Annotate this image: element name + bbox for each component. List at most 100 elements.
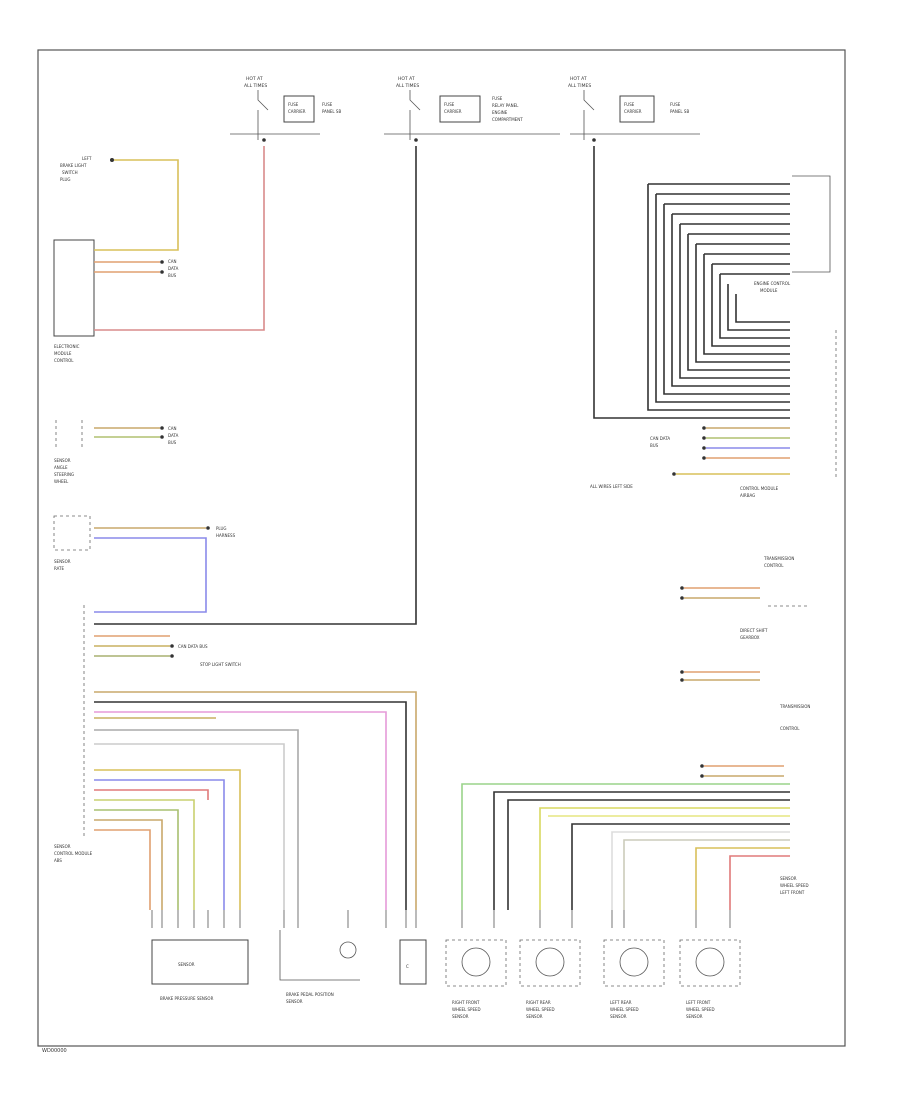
svg-text:CONTROL: CONTROL xyxy=(54,358,74,363)
svg-text:DIRECT SHIFT: DIRECT SHIFT xyxy=(740,628,768,633)
svg-text:PLUG: PLUG xyxy=(60,177,70,182)
left-module-3: PLUG HARNESS SENSOR RATE xyxy=(53,515,236,613)
svg-text:FUSE: FUSE xyxy=(288,102,299,107)
svg-text:HARNESS: HARNESS xyxy=(216,533,236,538)
svg-text:PLUG: PLUG xyxy=(216,526,226,531)
svg-text:ENGINE: ENGINE xyxy=(492,110,508,115)
svg-text:CAN: CAN xyxy=(168,259,177,264)
svg-text:RATE: RATE xyxy=(54,566,64,571)
svg-text:C: C xyxy=(406,964,409,969)
svg-text:TRANSMISSION: TRANSMISSION xyxy=(779,704,810,709)
svg-text:SENSOR: SENSOR xyxy=(610,1014,627,1019)
svg-text:SENSOR: SENSOR xyxy=(452,1014,469,1019)
svg-text:MODULE: MODULE xyxy=(760,288,778,293)
svg-text:HOT AT: HOT AT xyxy=(246,76,263,82)
svg-text:TRANSMISSION: TRANSMISSION xyxy=(763,556,794,561)
svg-text:CARRIER: CARRIER xyxy=(444,109,462,114)
svg-text:WHEEL: WHEEL xyxy=(54,479,69,484)
left-module-1: LEFT BRAKE LIGHT SWITCH PLUG CAN DATA BU… xyxy=(53,146,265,363)
svg-text:PANEL SB: PANEL SB xyxy=(322,109,341,114)
svg-text:CARRIER: CARRIER xyxy=(624,109,642,114)
diagram-code: WD00000 xyxy=(42,1048,67,1054)
svg-text:CAN DATA: CAN DATA xyxy=(650,436,670,441)
fuse-group-1: HOT AT ALL TIMES FUSE CARRIER FUSE PANEL… xyxy=(230,76,341,142)
svg-text:WHEEL SPEED: WHEEL SPEED xyxy=(686,1007,715,1012)
svg-text:COMPARTMENT: COMPARTMENT xyxy=(492,117,523,122)
left-module-2: CAN DATA BUS SENSOR ANGLE STEERING WHEEL xyxy=(54,420,179,484)
svg-text:STOP LIGHT SWITCH: STOP LIGHT SWITCH xyxy=(200,662,241,667)
svg-text:SENSOR: SENSOR xyxy=(780,876,797,881)
svg-text:LEFT REAR: LEFT REAR xyxy=(610,1000,632,1005)
right-can-taps: TRANSMISSION CONTROL DIRECT SHIFT GEARBO… xyxy=(680,556,810,778)
svg-text:WHEEL SPEED: WHEEL SPEED xyxy=(780,883,809,888)
svg-text:CONTROL MODULE: CONTROL MODULE xyxy=(54,851,93,856)
svg-text:MODULE: MODULE xyxy=(54,351,72,356)
svg-text:WHEEL SPEED: WHEEL SPEED xyxy=(610,1007,639,1012)
svg-text:LEFT FRONT: LEFT FRONT xyxy=(686,1000,711,1005)
wheel-sensor-wires: SENSOR WHEEL SPEED LEFT FRONT xyxy=(461,783,809,910)
svg-text:SENSOR: SENSOR xyxy=(686,1014,703,1019)
svg-text:DATA: DATA xyxy=(168,433,179,438)
svg-text:SENSOR: SENSOR xyxy=(54,844,71,849)
svg-text:ALL TIMES: ALL TIMES xyxy=(244,83,267,89)
bottom-connector-pins xyxy=(151,910,731,928)
bottom-component-pressure-sensor: SENSOR BRAKE PRESSURE SENSOR xyxy=(151,939,249,1001)
svg-text:ENGINE CONTROL: ENGINE CONTROL xyxy=(754,281,791,286)
svg-text:LEFT: LEFT xyxy=(82,156,92,161)
svg-text:CARRIER: CARRIER xyxy=(288,109,306,114)
svg-text:BRAKE LIGHT: BRAKE LIGHT xyxy=(60,163,87,168)
svg-text:SENSOR: SENSOR xyxy=(54,458,71,463)
diagram-frame xyxy=(37,49,846,1047)
svg-text:BRAKE PEDAL POSITION: BRAKE PEDAL POSITION xyxy=(286,992,334,997)
svg-text:FUSE: FUSE xyxy=(624,102,635,107)
bottom-component-brake-switch: BRAKE PEDAL POSITION SENSOR xyxy=(279,930,360,1004)
svg-text:SWITCH: SWITCH xyxy=(62,170,78,175)
svg-text:BUS: BUS xyxy=(168,440,177,445)
svg-text:ABS: ABS xyxy=(54,858,62,863)
svg-text:GEARBOX: GEARBOX xyxy=(740,635,760,640)
svg-text:FUSE: FUSE xyxy=(322,102,333,107)
svg-text:STEERING: STEERING xyxy=(54,472,74,477)
svg-text:FUSE: FUSE xyxy=(444,102,455,107)
svg-text:RELAY PANEL: RELAY PANEL xyxy=(492,103,519,108)
svg-text:HOT AT: HOT AT xyxy=(570,76,587,82)
svg-text:BRAKE PRESSURE SENSOR: BRAKE PRESSURE SENSOR xyxy=(160,996,214,1001)
svg-text:WHEEL SPEED: WHEEL SPEED xyxy=(526,1007,555,1012)
fuse-group-2: HOT AT ALL TIMES FUSE CARRIER FUSE RELAY… xyxy=(384,76,560,142)
svg-text:CONTROL: CONTROL xyxy=(764,563,784,568)
svg-text:BUS: BUS xyxy=(650,443,659,448)
right-module: ENGINE CONTROL MODULE CAN DATA BUS ALL W… xyxy=(590,146,837,498)
svg-text:SENSOR: SENSOR xyxy=(54,559,71,564)
svg-text:AIRBAG: AIRBAG xyxy=(740,493,755,498)
svg-text:RIGHT REAR: RIGHT REAR xyxy=(526,1000,551,1005)
svg-text:FUSE: FUSE xyxy=(492,96,503,101)
wheel-sensor-rf: RIGHT FRONT WHEEL SPEED SENSOR xyxy=(445,939,507,1019)
svg-text:SENSOR: SENSOR xyxy=(178,962,195,967)
svg-text:CONTROL: CONTROL xyxy=(780,726,800,731)
svg-text:ANGLE: ANGLE xyxy=(54,465,68,470)
svg-text:BUS: BUS xyxy=(168,273,177,278)
bottom-component-connector: C xyxy=(399,939,427,985)
svg-text:RIGHT FRONT: RIGHT FRONT xyxy=(452,1000,480,1005)
fuse-group-3: HOT AT ALL TIMES FUSE CARRIER FUSE PANEL… xyxy=(568,76,700,142)
svg-text:CONTROL MODULE: CONTROL MODULE xyxy=(740,486,779,491)
abs-module: CAN DATA BUS STOP LIGHT SWITCH SENSOR CO… xyxy=(54,146,417,910)
svg-text:ALL TIMES: ALL TIMES xyxy=(568,83,591,89)
svg-text:ALL WIRES LEFT SIDE: ALL WIRES LEFT SIDE xyxy=(590,484,633,489)
svg-text:DATA: DATA xyxy=(168,266,179,271)
wheel-sensor-lf: LEFT FRONT WHEEL SPEED SENSOR xyxy=(679,939,741,1019)
svg-text:ELECTRONIC: ELECTRONIC xyxy=(54,344,80,349)
wheel-sensor-rr: RIGHT REAR WHEEL SPEED SENSOR xyxy=(519,939,581,1019)
svg-text:PANEL SB: PANEL SB xyxy=(670,109,689,114)
svg-text:CAN DATA BUS: CAN DATA BUS xyxy=(178,644,208,649)
svg-text:CAN: CAN xyxy=(168,426,177,431)
svg-text:HOT AT: HOT AT xyxy=(398,76,415,82)
wheel-sensor-lr: LEFT REAR WHEEL SPEED SENSOR xyxy=(603,939,665,1019)
svg-text:SENSOR: SENSOR xyxy=(286,999,303,1004)
svg-text:SENSOR: SENSOR xyxy=(526,1014,543,1019)
svg-text:LEFT FRONT: LEFT FRONT xyxy=(780,890,805,895)
svg-text:WHEEL SPEED: WHEEL SPEED xyxy=(452,1007,481,1012)
svg-text:FUSE: FUSE xyxy=(670,102,681,107)
svg-text:ALL TIMES: ALL TIMES xyxy=(396,83,419,89)
